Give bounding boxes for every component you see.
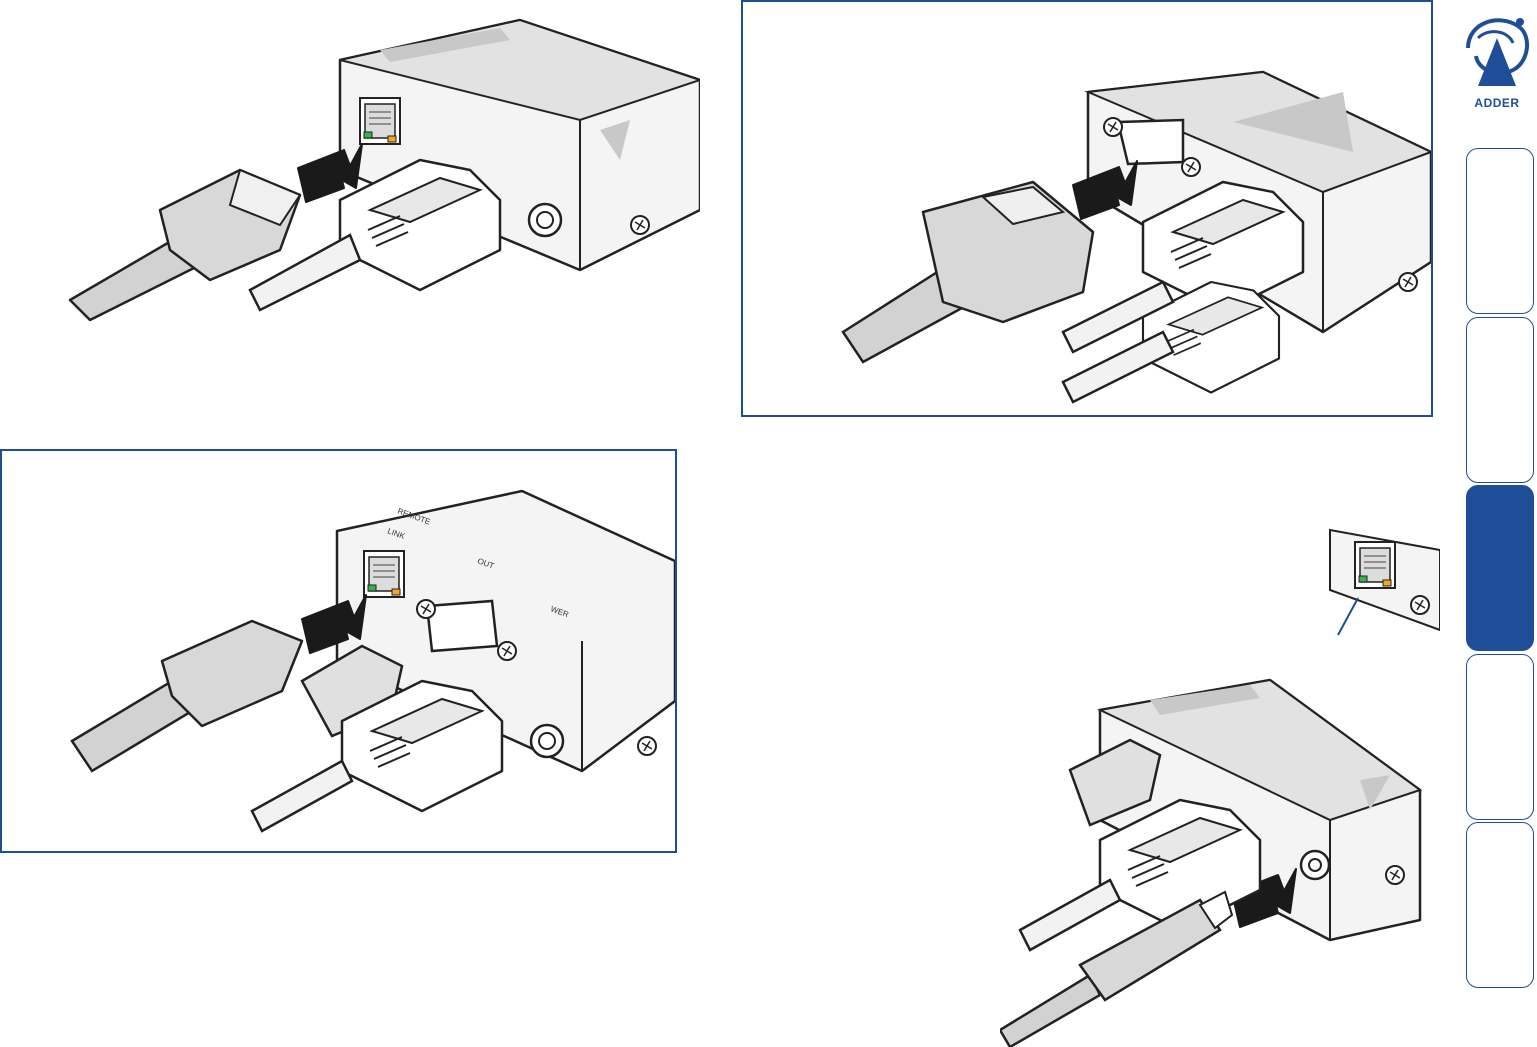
figure-local-unit-connections: LINK REMOTE OUT WER (0, 449, 677, 853)
illustration-local-unit: LINK REMOTE OUT WER (2, 451, 675, 851)
side-tab-5[interactable] (1466, 822, 1534, 988)
side-tab-1[interactable] (1466, 148, 1534, 314)
adder-snake-logo-icon (1458, 8, 1536, 96)
side-tab-3[interactable] (1466, 485, 1534, 651)
illustration-rj45-connection (60, 10, 700, 340)
illustration-serial-vga (743, 2, 1431, 415)
figure-rj45-remote-unit (60, 10, 700, 340)
figure-serial-vga-connection (741, 0, 1433, 417)
adder-logo: ADDER (1458, 8, 1536, 110)
callout-line (1338, 598, 1358, 635)
side-tab-4[interactable] (1466, 654, 1534, 820)
side-tab-2[interactable] (1466, 317, 1534, 483)
illustration-power (1000, 520, 1440, 1047)
brand-name: ADDER (1458, 96, 1536, 110)
figure-power-connection (1000, 520, 1440, 1047)
